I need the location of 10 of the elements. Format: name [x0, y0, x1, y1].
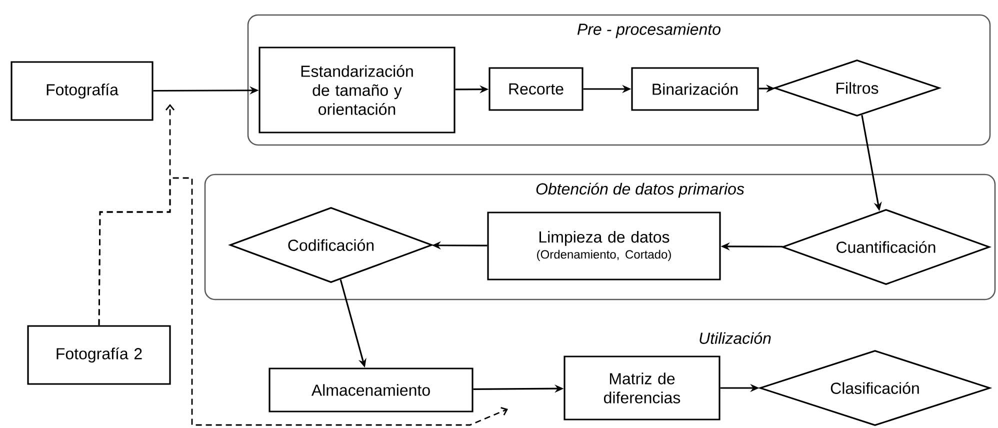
- stage-heading: Utilización: [700, 332, 771, 344]
- process-box: Binarización: [631, 67, 759, 111]
- process-box: Fotografía: [10, 61, 154, 121]
- process-box: Fotografía 2: [27, 325, 171, 385]
- process-box: Estandarización de tamaño y orientación: [258, 46, 456, 134]
- process-box: Limpieza de datos (Ordenamiento, Cortado): [487, 212, 721, 280]
- process-box: Recorte: [488, 67, 584, 111]
- process-box: Almacenamiento: [268, 368, 474, 412]
- arrow: [98, 177, 508, 426]
- process-box: Matriz de diferencias: [564, 356, 720, 420]
